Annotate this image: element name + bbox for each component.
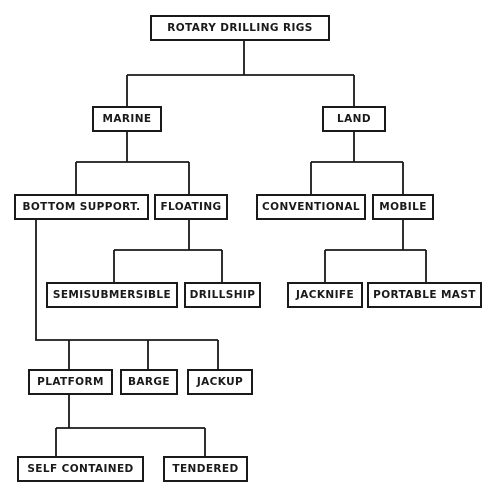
connector-floating: [113, 220, 223, 282]
connector-bottom-support: [35, 220, 219, 369]
node-land: LAND: [322, 106, 386, 132]
connector-marine: [75, 132, 190, 194]
node-portable-mast: PORTABLE MAST: [367, 282, 482, 308]
node-mobile: MOBILE: [372, 194, 434, 220]
node-barge: BARGE: [120, 369, 178, 395]
node-jackknife: JACKNIFE: [287, 282, 363, 308]
node-floating: FLOATING: [154, 194, 228, 220]
node-jackup: JACKUP: [187, 369, 253, 395]
node-marine: MARINE: [92, 106, 162, 132]
connector-platform: [55, 395, 206, 456]
node-self-contained: SELF CONTAINED: [17, 456, 144, 482]
node-root: ROTARY DRILLING RIGS: [150, 15, 330, 41]
connector-mobile: [324, 220, 427, 282]
node-bottom-support: BOTTOM SUPPORT.: [14, 194, 149, 220]
connector-root: [126, 41, 355, 106]
node-semisubmersible: SEMISUBMERSIBLE: [46, 282, 178, 308]
node-conventional: CONVENTIONAL: [256, 194, 366, 220]
node-platform: PLATFORM: [28, 369, 113, 395]
connector-land: [310, 132, 404, 194]
node-drillship: DRILLSHIP: [184, 282, 261, 308]
node-tendered: TENDERED: [163, 456, 248, 482]
